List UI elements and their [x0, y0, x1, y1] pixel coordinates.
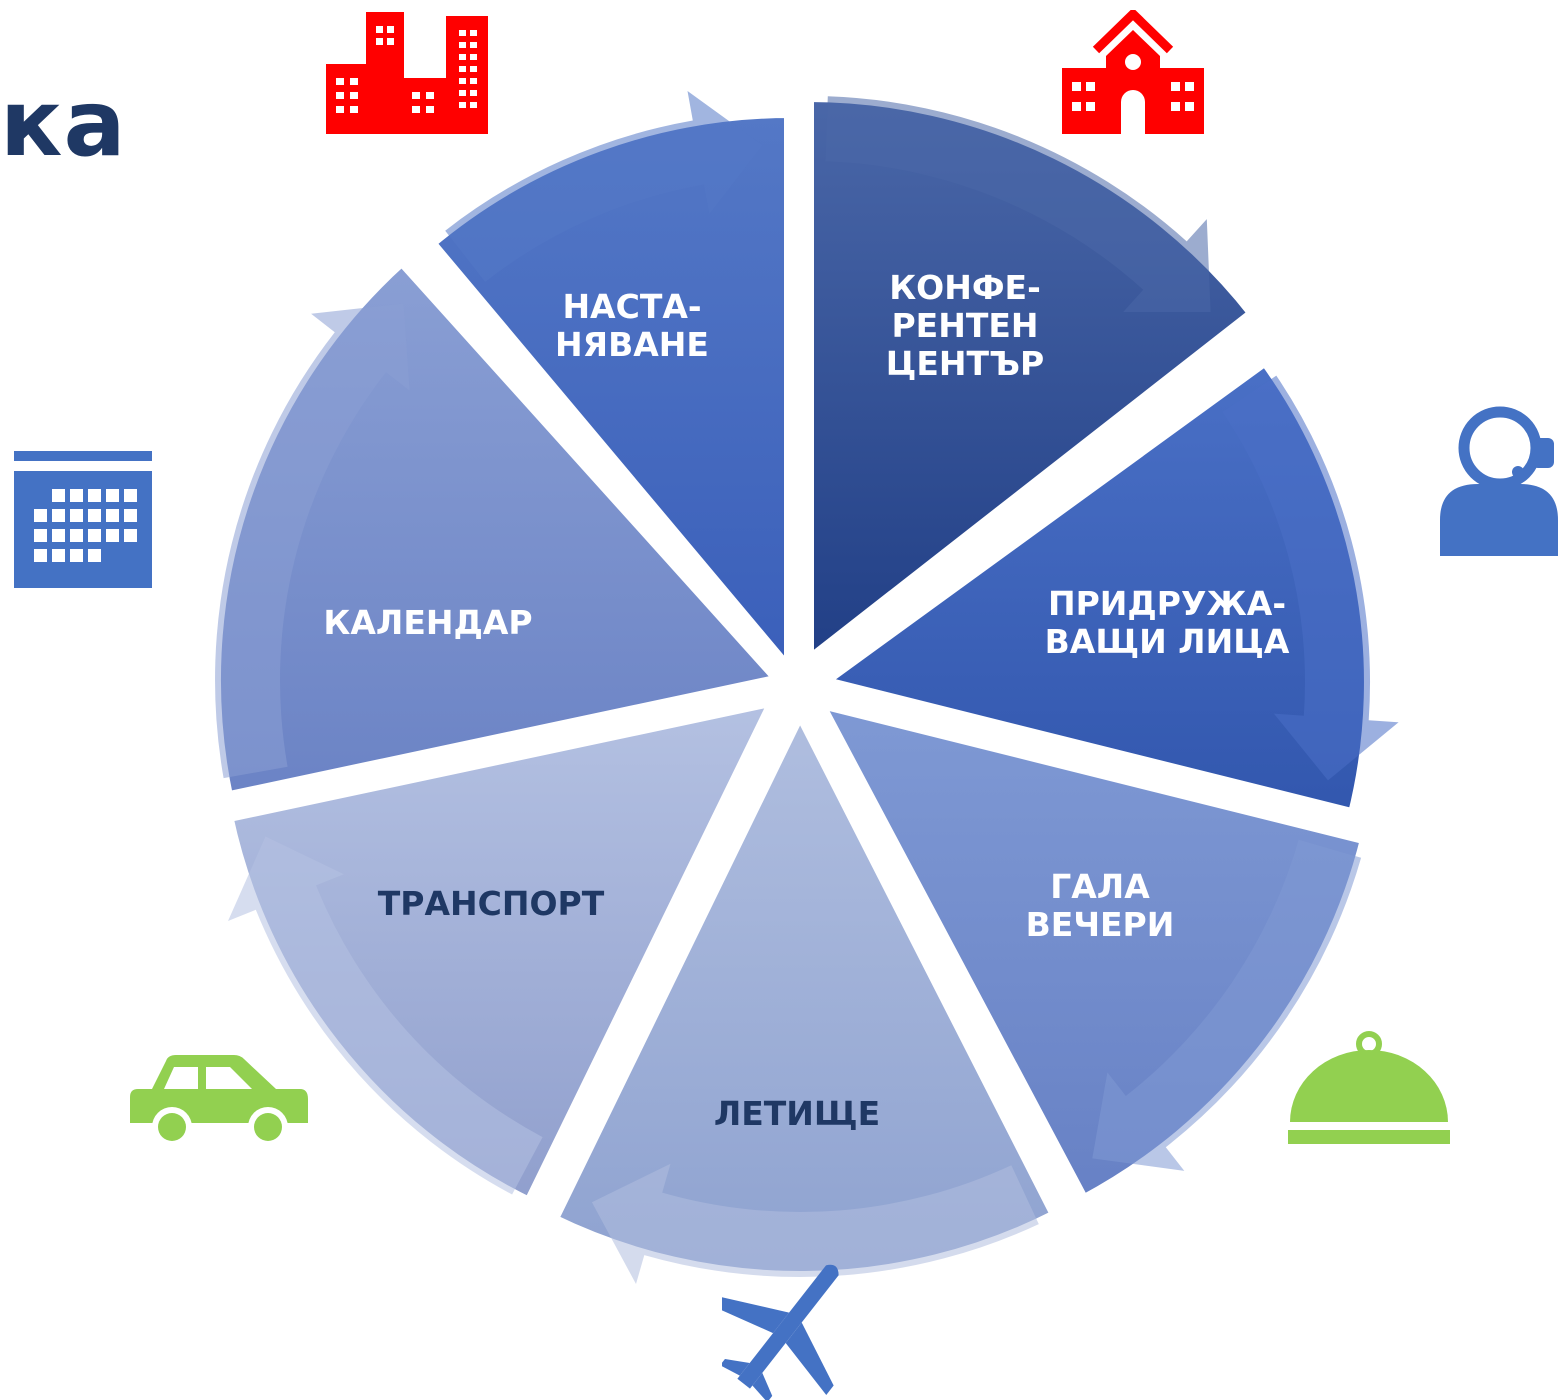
headset-person-icon — [1440, 406, 1558, 556]
segment-label-escorts: ВАЩИ ЛИЦА — [1045, 622, 1290, 661]
segment-label-gala: ВЕЧЕРИ — [1026, 905, 1175, 944]
segment-arrow-gala — [1092, 839, 1362, 1171]
segment-arrow-transport — [228, 836, 543, 1195]
segment-label-accommodation: НЯВАНЕ — [555, 325, 709, 364]
segment-label-calendar: КАЛЕНДАР — [323, 603, 532, 642]
calendar-icon — [14, 451, 152, 588]
office-buildings-icon — [326, 12, 488, 134]
segment-label-transport: ТРАНСПОРТ — [378, 884, 605, 923]
segment-arrow-escorts — [1222, 375, 1399, 781]
segment-arrow-conference — [825, 96, 1211, 312]
cycle-arrows — [215, 91, 1399, 1284]
segment-label-conference: РЕНТЕН — [891, 306, 1038, 345]
segment-arrow-accommodation — [445, 91, 763, 282]
segment-label-airport: ЛЕТИЩЕ — [714, 1094, 880, 1133]
segment-arrow-airport — [591, 1163, 1039, 1284]
segment-arrow-calendar — [215, 303, 410, 779]
segment-label-gala: ГАЛА — [1050, 867, 1150, 906]
segment-label-conference: КОНФЕ- — [889, 268, 1041, 307]
segment-label-escorts: ПРИДРУЖА- — [1048, 584, 1286, 623]
school-building-icon — [1062, 10, 1204, 134]
page-title: ка — [0, 70, 127, 177]
cycle-labels: НАСТА-НЯВАНЕКОНФЕ-РЕНТЕНЦЕНТЪРПРИДРУЖА-В… — [323, 268, 1289, 1133]
segment-label-conference: ЦЕНТЪР — [886, 344, 1044, 383]
car-icon — [130, 1055, 308, 1147]
food-cloche-icon — [1288, 1031, 1450, 1144]
airplane-icon — [722, 1264, 839, 1400]
segment-label-accommodation: НАСТА- — [562, 287, 701, 326]
